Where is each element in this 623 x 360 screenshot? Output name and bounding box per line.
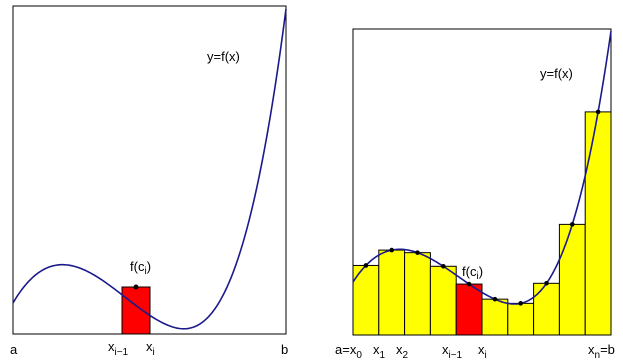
right-tick-x2: x2 <box>396 342 409 360</box>
sample-point <box>466 281 472 287</box>
sample-point <box>544 281 549 286</box>
right-curve-label: y=f(x) <box>540 66 573 81</box>
riemann-rectangle-highlight <box>455 283 483 336</box>
right-point-label: f(ci) <box>462 264 483 282</box>
sample-point <box>415 250 420 255</box>
left-panel: y=f(x) f(ci) a b xi−1 xi <box>10 5 288 358</box>
riemann-rectangle <box>404 252 431 336</box>
sample-point <box>595 109 601 115</box>
right-tick-xn: xn=b <box>588 342 615 360</box>
riemann-rectangle <box>558 223 586 336</box>
sample-points <box>363 109 601 306</box>
left-curve-label: y=f(x) <box>207 49 240 64</box>
left-point-label: f(ci) <box>130 259 151 277</box>
left-axis-label-b: b <box>281 342 288 357</box>
right-panel: y=f(x) f(ci) a=x0 x1 x2 xi−1 xi xn=b <box>335 28 615 360</box>
riemann-rectangle <box>507 302 535 336</box>
sample-point <box>389 247 395 253</box>
left-axis-label-a: a <box>10 342 18 357</box>
right-tick-x0: a=x0 <box>335 342 362 360</box>
left-tick-x-i: xi <box>146 339 155 358</box>
left-frame <box>12 5 287 335</box>
right-tick-x-i-minus-1: xi−1 <box>442 342 463 360</box>
right-tick-x-i: xi <box>478 342 487 360</box>
right-tick-x1: x1 <box>373 342 386 360</box>
left-curve <box>12 8 287 330</box>
sample-point <box>492 296 498 302</box>
left-highlight-rectangle <box>121 286 151 335</box>
sample-point <box>518 301 523 306</box>
left-tick-x-i-minus-1: xi−1 <box>108 339 129 358</box>
riemann-rectangle <box>481 298 509 336</box>
riemann-rectangle <box>584 111 612 336</box>
sample-point <box>570 222 575 227</box>
riemann-rectangle <box>378 249 406 336</box>
sample-point <box>441 263 446 269</box>
riemann-rectangle <box>533 282 560 336</box>
riemann-rectangle <box>429 265 457 336</box>
right-curve <box>352 30 612 305</box>
left-sample-point <box>133 284 139 290</box>
sample-point <box>363 263 369 268</box>
riemann-rectangles <box>352 111 612 336</box>
